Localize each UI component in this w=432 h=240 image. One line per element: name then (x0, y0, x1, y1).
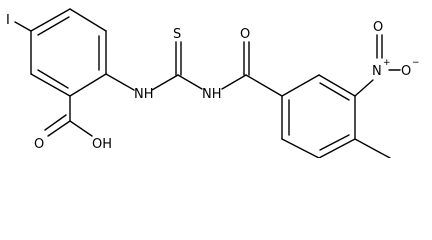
thiourea-linker (105, 41, 247, 91)
bond-ring1-double-3 (37, 69, 69, 89)
bond-carboxyl-c-oh (69, 120, 93, 137)
carboxylic-acid-group (44, 95, 93, 137)
bond-ring1-a (30, 8, 71, 32)
bond-ring1-d (69, 73, 107, 97)
bond-ring2-methyl (354, 138, 391, 158)
acid-oh-label: OH (92, 137, 112, 152)
bond-ring-to-nh1 (105, 73, 135, 91)
right-benzene-ring (281, 74, 356, 158)
bond-carboxyl-c-o-double-a (47, 120, 71, 137)
nitro-n-label: N (372, 64, 382, 79)
bond-ring1-double-1 (37, 16, 70, 36)
bond-ring2-e (318, 74, 356, 97)
nitro-plus-charge: + (383, 58, 391, 68)
carbonyl-o-label: O (240, 27, 250, 42)
acid-o-label: O (34, 137, 44, 152)
bond-c-to-nh2 (177, 74, 203, 90)
bond-ring2-double-3 (319, 82, 350, 101)
bond-ring2-to-nitro-n (354, 79, 374, 97)
nitro-o-single-label: O (401, 64, 411, 79)
iodine-label: I (6, 13, 10, 28)
bond-c-iodine (14, 21, 32, 32)
chemical-structure-diagram: I O OH NH S NH O N + O − O (6, 8, 420, 158)
nh1-label: NH (134, 87, 154, 102)
bond-ring2-b (281, 138, 320, 158)
thione-s-label: S (173, 27, 181, 42)
amide-carbonyl (243, 41, 283, 97)
left-benzene-ring (30, 8, 107, 97)
bond-ring2-c (318, 138, 356, 158)
bond-carbonyl-to-ring2 (245, 74, 283, 97)
nitro-minus-charge: − (412, 58, 420, 68)
nh2-label: NH (202, 87, 222, 102)
bond-carboxyl-c-o-double-b (44, 114, 67, 131)
bond-ring1-e (30, 73, 71, 97)
bond-ring2-f (281, 74, 320, 97)
nitro-group (354, 34, 401, 97)
bond-ring1-b (69, 8, 107, 32)
bond-nh2-to-carbonyl (221, 74, 247, 90)
bond-nh1-to-c (151, 74, 179, 91)
nitro-o-double-label: O (373, 20, 383, 35)
bond-ring2-double-2 (319, 134, 350, 151)
